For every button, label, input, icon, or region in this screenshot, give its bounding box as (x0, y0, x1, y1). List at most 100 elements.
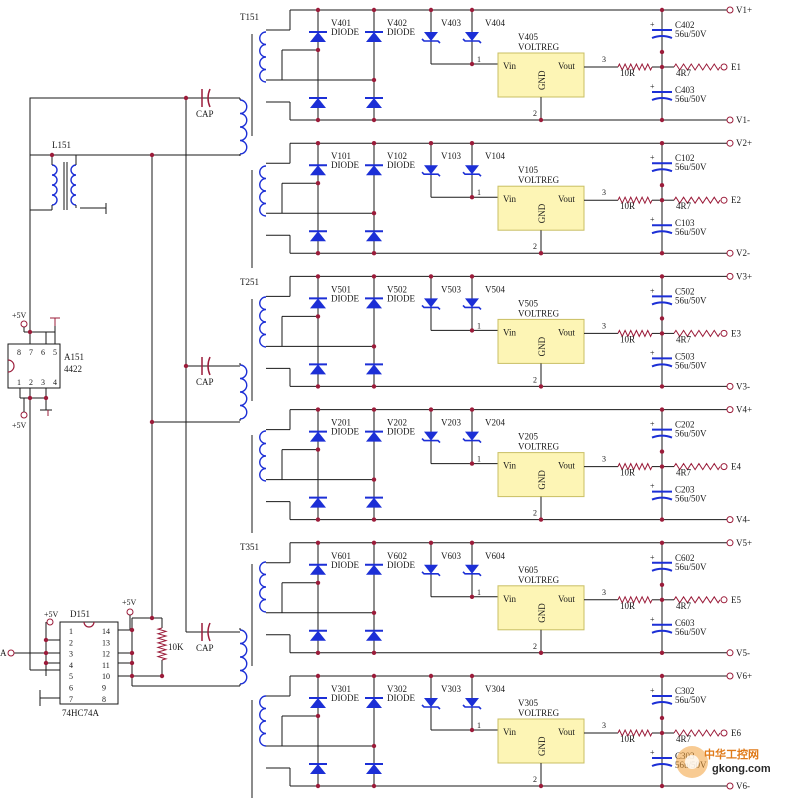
capacitor-label: C602 (675, 553, 695, 563)
junction-dot (538, 650, 544, 655)
plus-sign: + (650, 153, 655, 162)
junction-dot (659, 384, 665, 389)
chip-notch (7, 359, 15, 373)
diode-icon (310, 630, 326, 641)
watermark-url: gkong.com (712, 763, 771, 775)
diode-type: DIODE (387, 693, 415, 703)
zener-icon (424, 165, 438, 175)
diode-label: V104 (485, 151, 505, 161)
terminal-circle (726, 139, 734, 147)
junction-dot (129, 650, 135, 656)
junction-dot (27, 329, 33, 335)
resistor-10r-label: 10R (620, 334, 635, 344)
junction-dot (538, 251, 544, 256)
junction-dot (469, 7, 475, 13)
output-e-label: E2 (731, 195, 741, 205)
zener-bar (421, 38, 441, 44)
capacitor-value: 56u/50V (675, 295, 707, 305)
junction-dot (315, 407, 321, 412)
plus-sign: + (650, 482, 655, 491)
junction-dot (659, 183, 665, 188)
diode-icon (366, 231, 382, 242)
regulator-pin3: 3 (602, 188, 606, 197)
regulator-pin1: 1 (477, 55, 481, 64)
junction-dot (659, 715, 665, 721)
diode-icon (366, 630, 382, 641)
diode-label: V204 (485, 418, 505, 428)
capacitor-plate (651, 363, 673, 368)
terminal-circle (726, 782, 734, 790)
resistor-4r7-label: 4R7 (676, 468, 692, 478)
zener-icon (465, 698, 479, 707)
resistor-10r-label: 10R (620, 734, 635, 744)
diode-label: V501 (331, 284, 351, 294)
junction-dot (149, 419, 155, 425)
diode-label: V601 (331, 551, 351, 561)
regulator-pin3: 3 (602, 55, 606, 64)
junction-dot (428, 540, 434, 545)
junction-dot (315, 117, 321, 123)
regulator-pin3: 3 (602, 455, 606, 464)
capacitor-plate (651, 35, 673, 39)
plus-sign: + (650, 748, 655, 757)
regulator-type: VOLTREG (518, 42, 560, 52)
coil-icon (259, 561, 267, 613)
junction-dot (659, 730, 665, 736)
diode-label: V101 (331, 151, 351, 161)
junction-dot (371, 7, 377, 13)
d151-pin: 4 (69, 661, 73, 670)
diode-label: V302 (387, 684, 407, 694)
coil-icon (259, 296, 267, 348)
diode-icon (366, 764, 382, 774)
a151-pin: 2 (29, 378, 33, 387)
output-vminus-label: V2- (736, 248, 750, 258)
junction-dot (183, 95, 189, 101)
diode-icon (310, 564, 326, 575)
zener-icon (424, 298, 438, 308)
junction-dot (469, 274, 475, 279)
terminal-circle (720, 329, 728, 337)
junction-dot (659, 582, 665, 587)
capacitor-label: C503 (675, 351, 695, 361)
d151-pin: 10 (102, 672, 110, 681)
capacitor-plate (651, 230, 673, 235)
zener-icon (424, 698, 438, 707)
capacitor-plate (207, 356, 211, 376)
junction-dot (43, 650, 49, 656)
zener-bar (421, 704, 441, 710)
coil-icon (239, 99, 248, 155)
regulator-type: VOLTREG (518, 308, 560, 318)
coil-icon (239, 364, 248, 420)
regulator-gnd: GND (537, 70, 547, 90)
coil-icon (51, 164, 58, 206)
capacitor-label: C202 (675, 420, 695, 430)
resistor-icon (673, 462, 721, 471)
d151-part: 74HC74A (62, 708, 100, 718)
zener-bar (462, 438, 482, 444)
regulator-pin2: 2 (533, 775, 537, 784)
d151-pin: 6 (69, 684, 73, 693)
diode-icon (366, 431, 382, 442)
junction-dot (371, 384, 377, 389)
resistor-4r7-label: 4R7 (676, 201, 692, 211)
diode-type: DIODE (387, 27, 415, 37)
d151-pin: 13 (102, 638, 110, 647)
diode-label: V504 (485, 284, 505, 294)
terminal-circle (726, 272, 734, 280)
junction-dot (315, 673, 321, 679)
diode-icon (366, 497, 382, 508)
vcc-label: +5V (122, 598, 137, 607)
capacitor-value: 56u/50V (675, 227, 707, 237)
diode-icon (310, 364, 326, 375)
junction-dot (371, 117, 377, 123)
terminal-circle (726, 382, 734, 390)
junction-dot (371, 211, 377, 216)
d151-label: D151 (70, 609, 90, 619)
cap-label: CAP (196, 377, 214, 387)
junction-dot (659, 274, 665, 279)
junction-dot (371, 477, 377, 482)
junction-dot (469, 594, 475, 599)
junction-dot (659, 49, 665, 55)
zener-bar (462, 704, 482, 710)
